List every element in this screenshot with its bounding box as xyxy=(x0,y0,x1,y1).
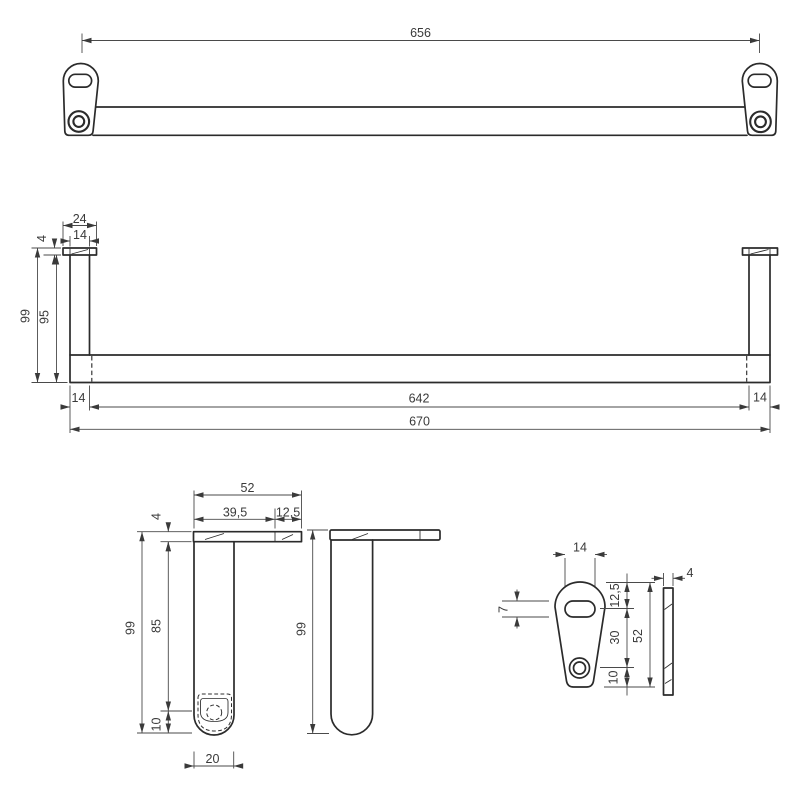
right-flange xyxy=(741,247,779,256)
teardrop-outline xyxy=(62,62,100,137)
dim-slot-height: 7 xyxy=(497,589,549,629)
dim-total-height-b: 99 xyxy=(295,529,329,734)
dim-text-52f: 52 xyxy=(631,629,645,643)
extension-lines xyxy=(81,33,760,53)
screw-hole-inner xyxy=(72,115,86,128)
dim-flange-depth: 52 39,5 12,5 xyxy=(193,481,302,529)
dim-text-52: 52 xyxy=(241,481,255,495)
dim-text-10a: 10 xyxy=(150,718,164,732)
screw-hole-inner xyxy=(572,661,587,675)
front-view: 24 14 4 99 95 xyxy=(19,212,780,433)
side-view-a: 52 39,5 12,5 4 99 85 10 xyxy=(124,481,303,769)
hidden-leg-edges xyxy=(91,356,748,382)
extension-lines xyxy=(137,531,192,543)
bracket-pocket xyxy=(200,698,229,722)
dim-text-99a: 99 xyxy=(124,621,138,635)
leg-outline xyxy=(193,540,235,736)
screw-hole-outer xyxy=(749,110,772,134)
dim-text-4s: 4 xyxy=(687,566,694,580)
bracket-face-view: 14 7 12,5 30 10 52 xyxy=(497,541,655,696)
dim-text-4a: 4 xyxy=(150,513,164,520)
screw-hole-inner xyxy=(754,115,767,129)
dim-text-99: 99 xyxy=(19,309,33,323)
right-flange-marks xyxy=(748,248,771,255)
dim-leg-height: 95 xyxy=(38,255,60,383)
dim-text-14f: 14 xyxy=(573,541,587,555)
dim-text-39-5: 39,5 xyxy=(223,505,247,519)
extension-lines xyxy=(307,529,329,734)
flange-plate xyxy=(192,530,303,543)
mounting-slot xyxy=(67,73,93,88)
dim-text-7: 7 xyxy=(497,606,511,613)
dim-text-30: 30 xyxy=(608,631,622,645)
dim-text-10f: 10 xyxy=(607,671,621,685)
flange-plate xyxy=(329,529,441,541)
hidden-screw-hole xyxy=(206,704,223,721)
hidden-bracket-outline xyxy=(197,693,232,732)
dim-leg-width: 14 xyxy=(60,228,99,247)
dim-text-642: 642 xyxy=(409,392,430,406)
side-view-b: 99 xyxy=(295,529,441,736)
left-flange xyxy=(62,247,98,256)
extension-lines xyxy=(564,558,596,589)
dim-text-99b: 99 xyxy=(295,622,309,636)
dim-text-12-5f: 12,5 xyxy=(608,583,622,607)
left-bracket-top xyxy=(62,62,100,137)
bracket-side-view: 4 xyxy=(651,566,694,696)
dim-leg-depth: 20 xyxy=(184,751,244,769)
left-flange-marks xyxy=(69,248,90,255)
extension-lines xyxy=(502,600,549,618)
dim-total-height: 99 xyxy=(19,248,68,383)
extension-lines xyxy=(137,710,192,734)
plate-outline xyxy=(662,587,674,696)
extension-lines xyxy=(31,247,61,256)
flange-marks xyxy=(351,530,421,540)
dim-text-656: 656 xyxy=(410,26,431,40)
mounting-slot xyxy=(747,73,772,88)
right-bracket-top xyxy=(741,62,779,137)
dim-flange-thickness-a: 4 xyxy=(137,513,192,552)
dim-text-14-right: 14 xyxy=(753,391,767,405)
extension-lines xyxy=(663,573,674,586)
leg-outline xyxy=(330,539,374,736)
dim-text-670: 670 xyxy=(409,415,430,429)
dim-slot-width: 14 xyxy=(553,541,607,589)
dim-text-14-left: 14 xyxy=(72,391,86,405)
dim-text-20: 20 xyxy=(206,752,220,766)
rail-outline-front xyxy=(69,354,771,384)
dim-text-12-5: 12,5 xyxy=(276,505,300,519)
screw-hole-outer xyxy=(568,657,591,679)
teardrop-outline xyxy=(554,581,606,688)
legs xyxy=(69,254,771,356)
dim-right-chain: 12,5 30 10 52 xyxy=(600,573,655,696)
mounting-slot xyxy=(564,600,596,618)
dim-bottom-chain: 14 642 14 670 xyxy=(60,385,780,433)
flange-marks xyxy=(204,532,294,541)
top-view: 656 xyxy=(62,26,779,137)
dim-text-14: 14 xyxy=(73,228,87,242)
dim-center-span: 656 xyxy=(81,26,760,53)
dim-thickness: 4 xyxy=(651,566,694,586)
rail-outline-top xyxy=(92,106,748,137)
screw-hole-outer xyxy=(67,110,91,133)
dim-total-height-a: 99 85 10 xyxy=(124,531,192,734)
extension-lines xyxy=(600,573,655,696)
dim-text-85: 85 xyxy=(150,619,164,633)
dim-text-4: 4 xyxy=(35,235,49,242)
dim-text-24: 24 xyxy=(73,212,87,226)
dim-text-95: 95 xyxy=(38,310,52,324)
extension-lines xyxy=(69,385,771,433)
plate-break-marks xyxy=(664,603,673,684)
